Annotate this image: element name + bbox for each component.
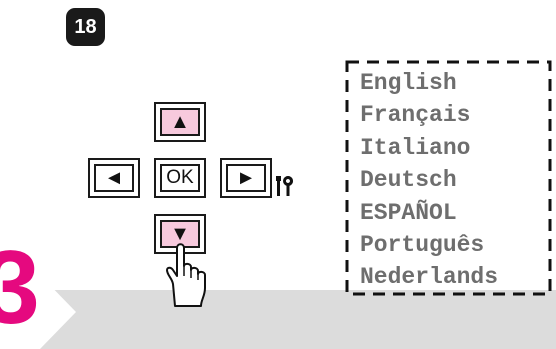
- left-button[interactable]: ◄: [88, 158, 140, 198]
- right-arrow-icon: ►: [226, 164, 266, 192]
- language-option[interactable]: Português: [360, 232, 485, 259]
- language-option[interactable]: Deutsch: [360, 167, 457, 194]
- up-button[interactable]: ▲: [154, 102, 206, 142]
- right-button[interactable]: ►: [220, 158, 272, 198]
- language-option[interactable]: ESPAÑOL: [360, 199, 457, 226]
- language-option[interactable]: English: [360, 70, 457, 96]
- language-option[interactable]: Nederlands: [360, 264, 499, 291]
- dashed-frame: [345, 60, 552, 296]
- tools-icon: [276, 176, 294, 196]
- language-option[interactable]: Italiano: [360, 134, 471, 161]
- ok-label: OK: [160, 164, 200, 192]
- down-arrow-icon: ▼: [160, 220, 200, 248]
- ok-button[interactable]: OK: [154, 158, 206, 198]
- language-option[interactable]: Français: [360, 102, 471, 129]
- step-badge: 18: [66, 8, 105, 46]
- left-arrow-icon: ◄: [94, 164, 134, 192]
- pointing-hand-icon: [166, 243, 206, 307]
- up-arrow-icon: ▲: [160, 108, 200, 136]
- large-step-number: 3: [0, 230, 40, 346]
